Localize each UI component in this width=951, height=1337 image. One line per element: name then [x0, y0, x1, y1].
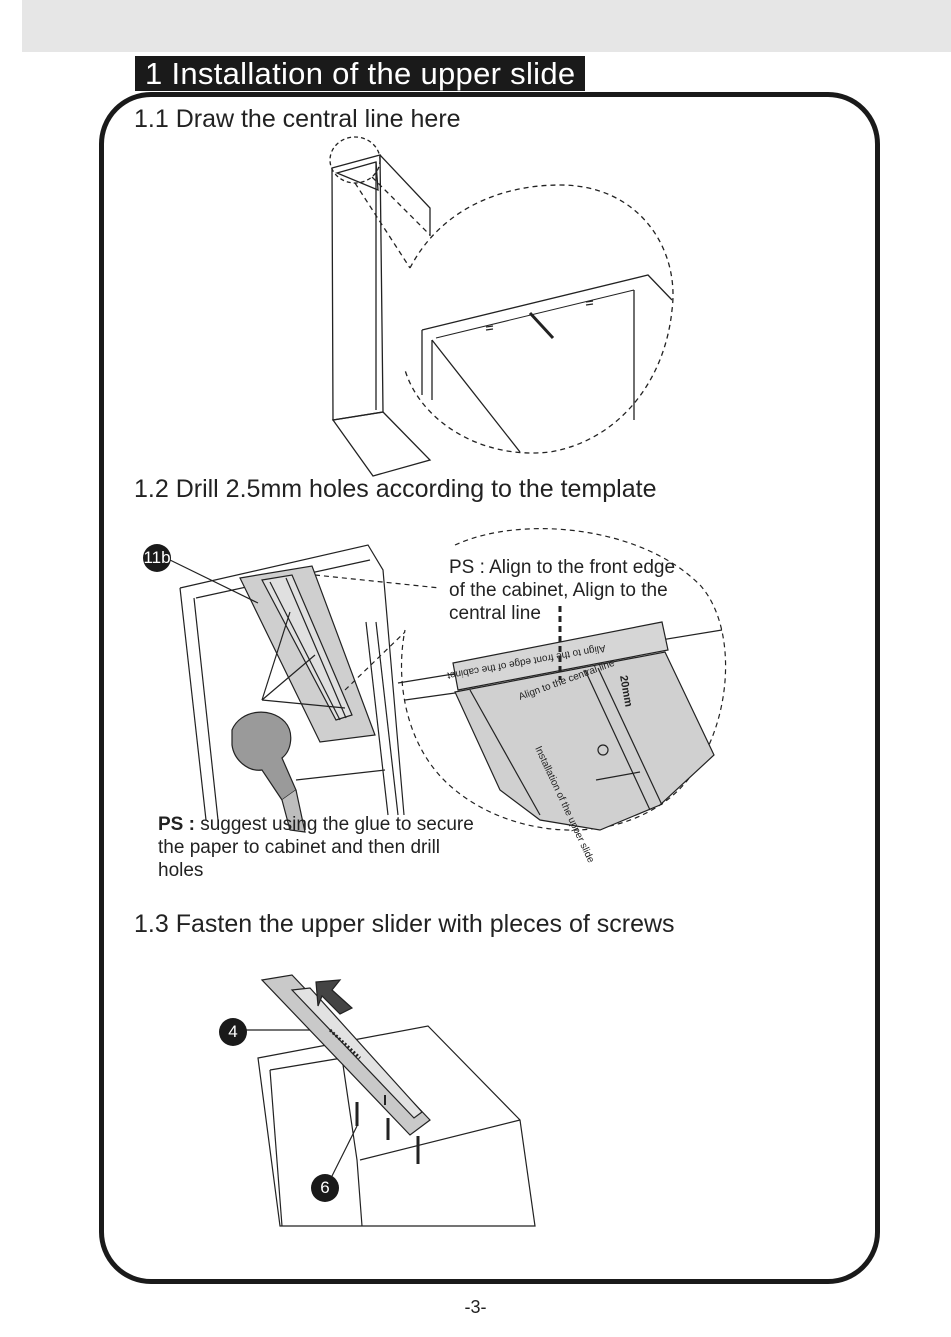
callout-11b: 11b	[143, 544, 171, 572]
step-1-3-heading: 1.3 Fasten the upper slider with pleces …	[134, 910, 675, 938]
central-line-mark	[528, 311, 555, 340]
content-frame	[99, 92, 880, 1284]
callout-6: 6	[311, 1174, 339, 1202]
detail-zoom-circle	[404, 184, 674, 454]
upper-slide-rail	[260, 974, 431, 1136]
note-align-text: PS : Align to the front edge of the cabi…	[449, 557, 676, 624]
page-number: -3-	[464, 1297, 487, 1317]
template-zoom-circle	[400, 528, 727, 831]
cabinet-top-face	[335, 161, 379, 192]
callout-4: 4	[219, 1018, 247, 1046]
section-title: 1 Installation of the upper slide	[135, 56, 586, 91]
note-glue: PS : suggest using the glue to secure th…	[158, 813, 488, 882]
push-direction-arrow	[315, 979, 354, 1015]
step-1-2-heading: 1.2 Drill 2.5mm holes according to the t…	[134, 475, 657, 503]
step-1-1-heading: 1.1 Draw the central line here	[134, 105, 461, 133]
drill-tool	[231, 711, 297, 801]
header-band	[22, 0, 951, 52]
note-glue-text: suggest using the glue to secure the pap…	[158, 814, 474, 881]
template-dimension-label: 20mm	[617, 674, 634, 708]
note-glue-prefix: PS :	[158, 814, 195, 835]
